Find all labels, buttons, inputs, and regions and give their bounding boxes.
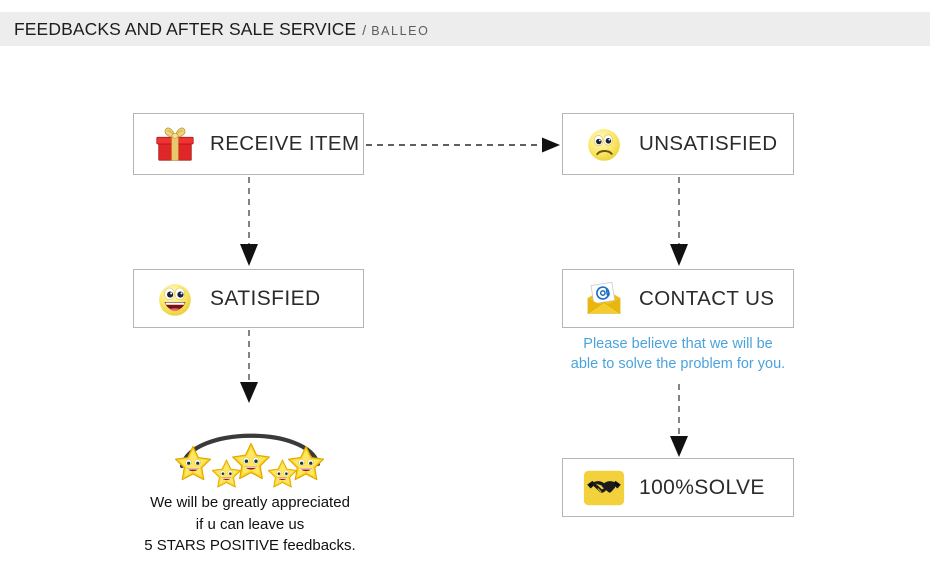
contact-note-line-1: Please believe that we will be xyxy=(583,336,773,352)
flow-box-label: RECEIVE ITEM xyxy=(210,132,360,155)
header-separator: / xyxy=(362,21,367,38)
rating-star-5-icon xyxy=(287,445,325,481)
contact-note-line-2: able to solve the problem for you. xyxy=(570,356,786,372)
gift-box-icon xyxy=(156,127,194,161)
rating-star-1-icon xyxy=(174,445,212,481)
flow-box-contact-us[interactable]: CONTACT US xyxy=(562,269,794,328)
page-header-bar: FEEDBACKS AND AFTER SALE SERVICE / BALLE… xyxy=(0,12,930,46)
contact-us-note: Please believe that we will be able to s… xyxy=(530,334,826,374)
header-title-group: FEEDBACKS AND AFTER SALE SERVICE / BALLE… xyxy=(0,19,429,40)
connector-unsatisfied-to-contact xyxy=(670,177,688,266)
connector-receive-to-unsatisfied xyxy=(366,137,560,153)
handshake-icon xyxy=(583,470,625,505)
rating-star-3-icon xyxy=(232,442,270,480)
flow-box-label: SATISFIED xyxy=(210,286,321,310)
rating-star-4-icon xyxy=(267,459,298,488)
connector-receive-to-satisfied xyxy=(240,177,258,266)
email-envelope-icon xyxy=(586,281,622,314)
feedback-request-caption: We will be greatly appreciated if u can … xyxy=(100,492,400,557)
feedback-caption-line-1: We will be greatly appreciated xyxy=(150,494,350,511)
five-star-rating-group xyxy=(170,408,330,488)
connector-contact-to-solve xyxy=(670,384,688,457)
flow-box-solve[interactable]: 100%SOLVE xyxy=(562,458,794,517)
flow-box-satisfied[interactable]: SATISFIED xyxy=(133,269,364,328)
flow-box-label: CONTACT US xyxy=(639,286,775,310)
flow-box-receive-item[interactable]: RECEIVE ITEM xyxy=(133,113,364,175)
connector-satisfied-to-stars xyxy=(240,330,258,403)
feedback-caption-line-3: 5 STARS POSITIVE feedbacks. xyxy=(144,537,356,554)
flow-box-label: 100%SOLVE xyxy=(639,475,765,499)
flow-box-unsatisfied[interactable]: UNSATISFIED xyxy=(562,113,794,175)
feedback-caption-line-2: if u can leave us xyxy=(195,515,305,533)
brand-name: BALLEO xyxy=(371,23,430,38)
rating-star-2-icon xyxy=(211,459,242,488)
happy-face-icon xyxy=(159,283,191,316)
page-title: FEEDBACKS AND AFTER SALE SERVICE xyxy=(14,18,357,39)
flow-box-label: UNSATISFIED xyxy=(639,132,778,155)
sad-face-icon xyxy=(588,129,620,161)
